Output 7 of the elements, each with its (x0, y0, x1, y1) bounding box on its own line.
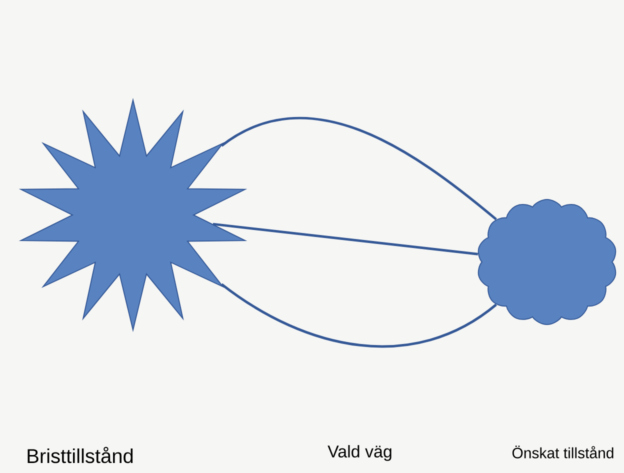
caption: Vald väg (328, 445, 392, 461)
caption: Önskat tillstånd (512, 446, 614, 458)
caption: Bristtillstånd (28, 446, 133, 464)
connector-line (220, 117, 497, 220)
cloud-shape (478, 199, 616, 325)
connector-line (212, 222, 478, 256)
connector-line (220, 283, 497, 348)
